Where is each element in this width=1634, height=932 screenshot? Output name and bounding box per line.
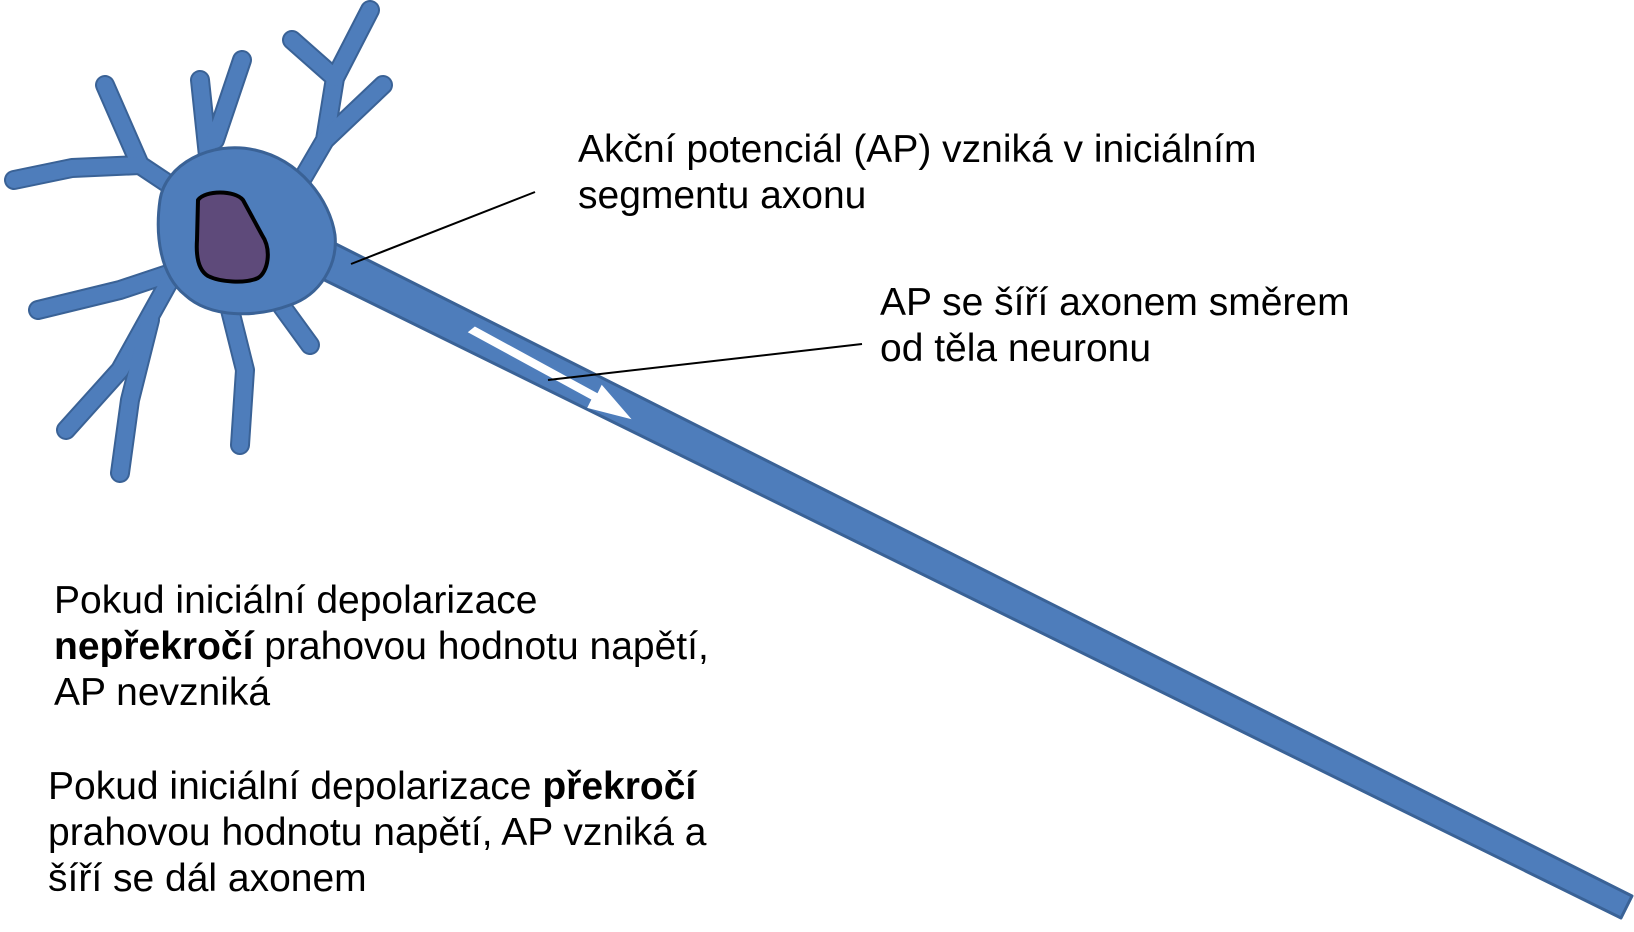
label-text: prahovou hodnotu napětí, bbox=[253, 625, 709, 668]
dendrite bbox=[282, 32, 343, 208]
dendrite bbox=[30, 262, 188, 318]
label-below-threshold: Pokud iniciální depolarizace nepřekročí … bbox=[54, 578, 709, 716]
label-line: Pokud iniciální depolarizace překročí bbox=[48, 764, 706, 810]
label-line: prahovou hodnotu napětí, AP vzniká a bbox=[48, 811, 707, 854]
pointer-line-propagation bbox=[547, 343, 863, 381]
label-propagation: AP se šíří axonem směrem od těla neuronu bbox=[880, 280, 1350, 372]
label-line: Akční potenciál (AP) vzniká v iniciálním bbox=[578, 128, 1257, 171]
bold-keyword: nepřekročí bbox=[54, 625, 254, 668]
dendrite bbox=[217, 282, 253, 453]
label-text: Pokud iniciální depolarizace bbox=[48, 765, 543, 808]
label-line: nepřekročí prahovou hodnotu napětí, bbox=[54, 624, 709, 670]
pointer-line-initial-segment bbox=[350, 191, 536, 265]
label-line: segmentu axonu bbox=[578, 174, 867, 217]
dendrite bbox=[317, 77, 391, 148]
dendrite bbox=[6, 157, 148, 188]
bold-keyword: překročí bbox=[542, 765, 697, 808]
nucleus bbox=[194, 190, 270, 284]
label-above-threshold: Pokud iniciální depolarizace překročí pr… bbox=[48, 764, 706, 902]
label-line: Pokud iniciální depolarizace bbox=[54, 579, 538, 622]
dendrites bbox=[6, 2, 391, 481]
label-initial-segment: Akční potenciál (AP) vzniká v iniciálním… bbox=[578, 127, 1256, 219]
label-line: AP nevzniká bbox=[54, 671, 271, 714]
label-line: AP se šíří axonem směrem bbox=[880, 281, 1350, 324]
dendrite bbox=[112, 312, 158, 481]
propagation-arrow bbox=[467, 326, 632, 420]
label-line: šíří se dál axonem bbox=[48, 857, 367, 900]
dendrite bbox=[58, 272, 178, 438]
dendrite bbox=[327, 2, 378, 86]
label-line: od těla neuronu bbox=[880, 327, 1152, 370]
dendrite bbox=[207, 52, 250, 148]
